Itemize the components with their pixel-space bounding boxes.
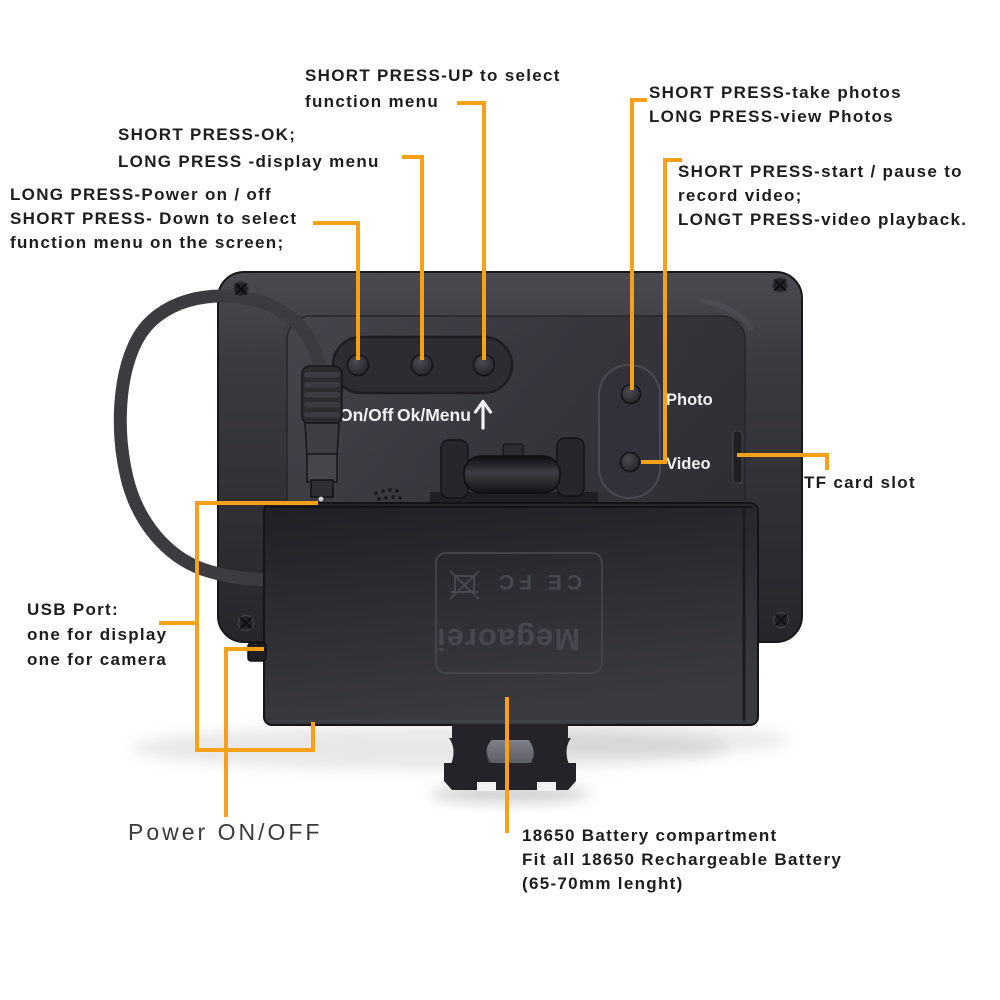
cert-embossing: CE FC (449, 570, 582, 600)
leader-photo (630, 98, 647, 390)
annotation-line: SHORT PRESS- Down to select (10, 209, 298, 228)
mount-foot (444, 723, 576, 791)
up-arrow-icon (473, 399, 493, 430)
svg-text:CE FC: CE FC (494, 570, 582, 593)
video-button (619, 451, 641, 473)
corner-screws (232, 276, 790, 632)
panel-highlight (699, 297, 755, 332)
screw (771, 276, 789, 294)
okmenu-label: Ok/Menu (397, 405, 471, 425)
annotation-ok-menu: SHORT PRESS-OK; LONG PRESS -display menu (118, 121, 380, 175)
photo-label: Photo (666, 391, 713, 409)
annotation-line: SHORT PRESS-take photos (649, 83, 902, 102)
leader-power-down (313, 221, 360, 360)
annotation-battery: 18650 Battery compartment Fit all 18650 … (522, 824, 842, 896)
annotation-line: Power ON/OFF (128, 819, 323, 845)
annotation-line: (65-70mm lenght) (522, 874, 684, 893)
screw (237, 614, 255, 632)
svg-text:Megaorei: Megaorei (436, 622, 580, 657)
camera-usb-port (247, 642, 267, 662)
annotation-line: SHORT PRESS-UP to select (305, 66, 561, 85)
annotation-tf-card: TF card slot (804, 471, 916, 495)
leader-usb-ports (195, 501, 318, 752)
annotation-line: USB Port: (27, 600, 119, 619)
annotation-up-select: SHORT PRESS-UP to select function menu (305, 63, 561, 115)
leader-lines (159, 98, 829, 833)
annotation-line: SHORT PRESS-OK; (118, 125, 297, 144)
annotation-line: LONG PRESS -display menu (118, 152, 380, 171)
annotation-video: SHORT PRESS-start / pause to record vide… (678, 160, 967, 232)
leader-power-onoff (224, 647, 264, 817)
screw (772, 611, 790, 629)
leader-tf-card (737, 453, 829, 470)
usb-cable (113, 289, 328, 587)
annotation-line: LONGT PRESS-video playback. (678, 210, 968, 229)
annotation-line: one for camera (27, 650, 168, 669)
annotation-line: function menu (305, 92, 439, 111)
annotation-usb-port: USB Port: one for display one for camera (27, 597, 167, 672)
leader-ok-menu (402, 155, 424, 360)
screw (232, 280, 250, 298)
annotation-line: SHORT PRESS-start / pause to (678, 162, 963, 181)
annotation-line: 18650 Battery compartment (522, 826, 778, 845)
annotation-line: Fit all 18650 Rechargeable Battery (522, 850, 843, 869)
photo-video-panel (598, 364, 661, 499)
annotation-line: LONG PRESS-Power on / off (10, 185, 273, 204)
annotation-power-down: LONG PRESS-Power on / off SHORT PRESS- D… (10, 183, 297, 255)
speaker-holes (374, 488, 402, 501)
usb-plug (301, 365, 343, 502)
annotation-line: one for display (27, 625, 168, 644)
annotation-line: record video; (678, 186, 803, 205)
battery-compartment (247, 502, 759, 726)
weee-bin-icon (449, 570, 480, 600)
annotation-photo: SHORT PRESS-take photos LONG PRESS-view … (649, 81, 902, 129)
hinge (430, 437, 598, 508)
video-label: Video (666, 455, 711, 473)
brand-embossing: Megaorei (436, 622, 580, 657)
leader-video (641, 158, 682, 464)
annotation-line: LONG PRESS-view Photos (649, 107, 894, 126)
embossed-markings: CE FC Megaorei (435, 552, 603, 674)
annotation-line: function menu on the screen; (10, 233, 285, 252)
annotation-power-onoff: Power ON/OFF (128, 820, 322, 844)
leader-up-select (457, 101, 486, 360)
annotation-line: TF card slot (804, 473, 916, 492)
onoff-label: On/Off (339, 405, 394, 425)
